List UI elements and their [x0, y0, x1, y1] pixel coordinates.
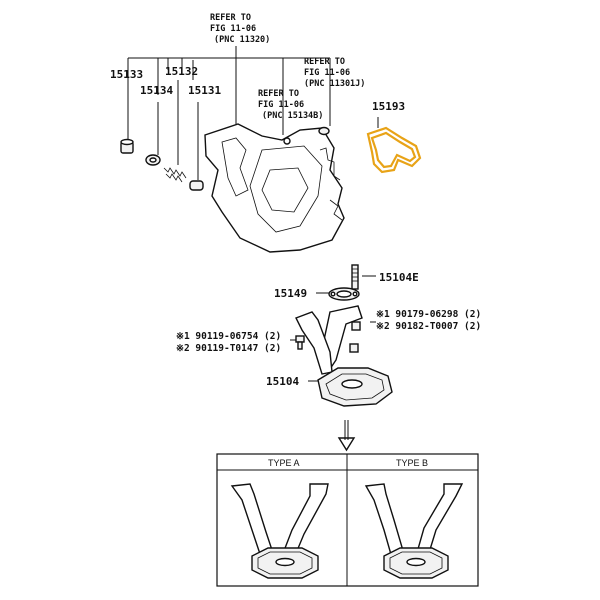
- type-a-strainer[interactable]: [230, 483, 329, 579]
- stud-15104e[interactable]: [351, 264, 359, 290]
- type-b-strainer[interactable]: [364, 483, 464, 579]
- ref-note-fig-11320[interactable]: REFER TO FIG 11-06 (PNC 11320): [210, 13, 270, 45]
- part-label-15132[interactable]: 15132: [165, 65, 198, 78]
- ref-note-fig-15134b[interactable]: REFER TO FIG 11-06 (PNC 15134B): [258, 89, 323, 121]
- leader-lines-upper: [127, 46, 379, 180]
- part-label-15149[interactable]: 15149: [274, 287, 307, 300]
- ref-line: FIG 11-06: [304, 68, 350, 78]
- ref-line: REFER TO: [258, 89, 299, 99]
- ref-line: REFER TO: [210, 13, 251, 23]
- part-label-15104e[interactable]: 15104E: [379, 271, 419, 284]
- bolt-icon[interactable]: [295, 335, 305, 350]
- nut-icon[interactable]: [349, 321, 361, 353]
- bolt-label-1[interactable]: ※1 90119-06754 (2): [176, 331, 281, 342]
- ref-line: (PNC 11320): [214, 35, 270, 45]
- arrow-down-icon: [337, 420, 356, 452]
- housing-body: [204, 123, 345, 253]
- oil-strainer-15104[interactable]: [295, 305, 393, 407]
- part-label-15134[interactable]: 15134: [140, 84, 173, 97]
- spring-15132[interactable]: [163, 167, 187, 183]
- nut-label-2[interactable]: ※2 90182-T0007 (2): [376, 321, 481, 332]
- part-label-15193[interactable]: 15193: [372, 100, 405, 113]
- ref-line: (PNC 15134B): [262, 111, 323, 121]
- part-label-15131[interactable]: 15131: [188, 84, 221, 97]
- plug-15133[interactable]: [120, 138, 134, 154]
- gasket-15193[interactable]: [366, 126, 422, 174]
- bolt-label-2[interactable]: ※2 90119-T0147 (2): [176, 343, 281, 354]
- type-a-label[interactable]: TYPE A: [268, 458, 300, 468]
- ref-note-fig-11301j[interactable]: REFER TO FIG 11-06 (PNC 11301J): [304, 57, 365, 89]
- type-b-label[interactable]: TYPE B: [396, 458, 428, 468]
- ref-line: REFER TO: [304, 57, 345, 67]
- gasket-15149[interactable]: [328, 287, 360, 301]
- ref-line: FIG 11-06: [210, 24, 256, 34]
- nut-label-1[interactable]: ※1 90179-06298 (2): [376, 309, 481, 320]
- washer-15134[interactable]: [145, 154, 161, 166]
- ref-line: FIG 11-06: [258, 100, 304, 110]
- part-label-15104[interactable]: 15104: [266, 375, 299, 388]
- ref-line: (PNC 11301J): [304, 79, 365, 89]
- part-label-15133[interactable]: 15133: [110, 68, 143, 81]
- valve-15131[interactable]: [189, 180, 204, 191]
